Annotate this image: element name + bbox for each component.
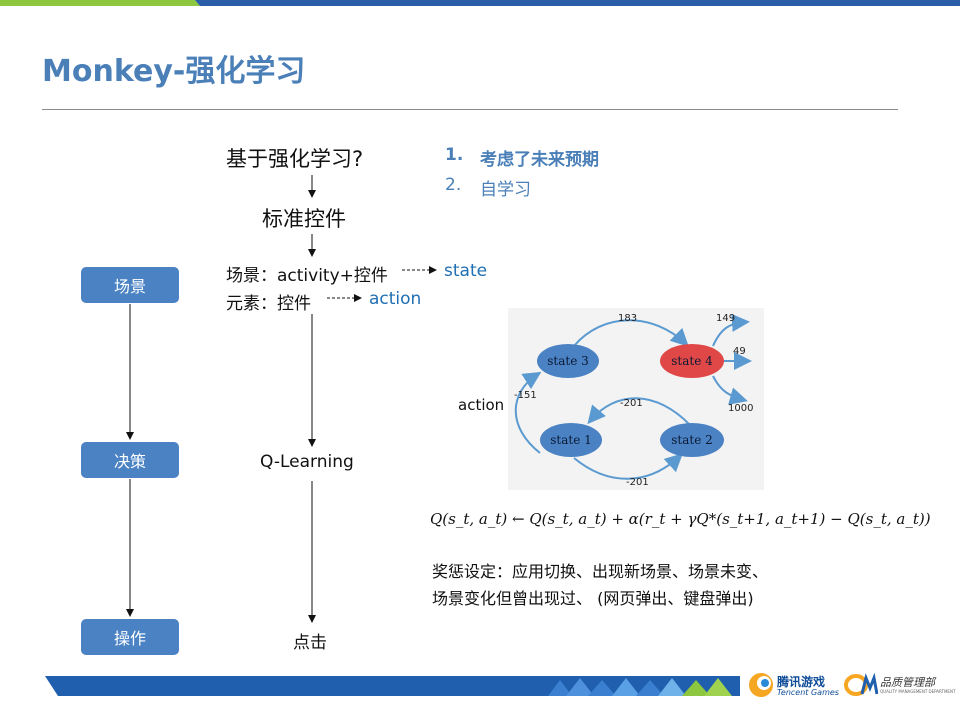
graph-action-label: action (458, 396, 505, 414)
q-learning-equation: Q(s_t, a_t) ← Q(s_t, a_t) + α(r_t + γQ*(… (430, 510, 931, 528)
node-label-state-1: state 1 (550, 433, 592, 447)
tencent-cn: 腾讯游戏 (777, 675, 826, 689)
edge-label-49: 49 (733, 346, 746, 357)
state-graph: state 3 state 4 state 1 state 2 183 149 … (508, 308, 764, 490)
node-state-4 (660, 344, 724, 378)
reason-1-text: 考虑了未来预期 (480, 150, 599, 170)
edge-label-neg151: -151 (514, 390, 537, 401)
flow-question: 基于强化学习? (226, 147, 364, 171)
pipeline-operation-box: 操作 (81, 619, 179, 655)
action-label: action (369, 289, 422, 309)
node-state-2 (660, 423, 724, 457)
edge-label-neg201-bottom: -201 (626, 477, 649, 488)
reason-1-number: 1. (445, 145, 464, 165)
edge-s3-s4 (573, 319, 689, 347)
qm-en: QUALITY MANAGEMENT DEPARTMENT (880, 689, 956, 694)
reason-2-number: 2. (445, 175, 462, 195)
equation-text: Q(s_t, a_t) ← Q(s_t, a_t) + α(r_t + γQ*(… (430, 510, 931, 528)
pipeline-scene-box: 场景 (81, 267, 179, 303)
slide-title: Monkey-强化学习 (42, 54, 306, 89)
edge-label-149: 149 (716, 313, 735, 324)
reason-2-text: 自学习 (480, 180, 531, 200)
node-state-1 (540, 423, 602, 457)
qm-department-logo: 品质管理部 QUALITY MANAGEMENT DEPARTMENT (842, 668, 956, 702)
tencent-swirl-icon (749, 673, 773, 697)
qlearning-label: Q-Learning (260, 452, 354, 472)
top-accent-bar (0, 0, 960, 6)
edge-out-149 (712, 313, 750, 347)
edge-label-183: 183 (618, 313, 637, 324)
edge-s1-s2 (573, 453, 683, 480)
edge-label-neg201-top: -201 (620, 398, 643, 409)
bottom-decor-bar (45, 676, 740, 696)
click-label: 点击 (293, 633, 327, 653)
qm-mark-icon (844, 672, 878, 696)
reward-line-1: 奖惩设定：应用切换、出现新场景、场景未变、 (432, 562, 769, 581)
tencent-en: Tencent Games (777, 688, 839, 697)
reward-line-2: 场景变化但曾出现过、 (网页弹出、键盘弹出) (432, 589, 754, 608)
edge-s2-s1 (587, 397, 691, 426)
node-label-state-2: state 2 (671, 433, 713, 447)
qm-cn: 品质管理部 (880, 676, 935, 689)
tencent-games-logo: 腾讯游戏 Tencent Games (746, 668, 839, 702)
state-label: state (444, 261, 488, 281)
flow-scene-line: 场景：activity+控件 (226, 266, 388, 286)
edge-out-1000 (712, 375, 748, 405)
node-label-state-3: state 3 (547, 354, 589, 368)
flow-element-line: 元素：控件 (226, 294, 311, 314)
edge-label-1000: 1000 (728, 403, 753, 414)
node-state-3 (537, 344, 599, 378)
title-divider (42, 109, 898, 110)
pipeline-decision-box: 决策 (81, 442, 179, 478)
node-label-state-4: state 4 (671, 354, 713, 368)
flow-standard-controls: 标准控件 (262, 207, 346, 231)
edge-s1-s3 (514, 371, 542, 454)
